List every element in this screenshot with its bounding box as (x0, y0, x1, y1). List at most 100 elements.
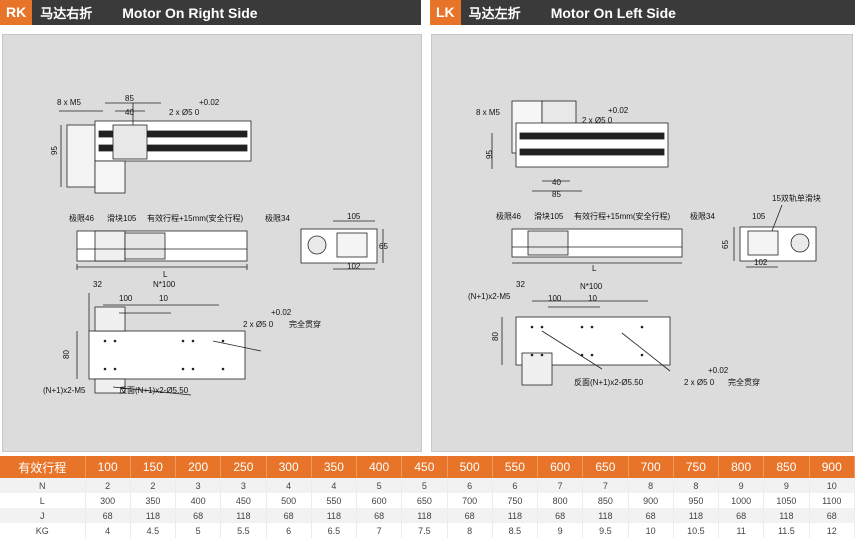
table-cell: 68 (175, 508, 222, 523)
table-cell: 6 (447, 478, 493, 493)
row-label-kg: KG (0, 523, 86, 538)
table-cell: 500 (266, 493, 312, 508)
stroke-header-cell: 500 (447, 456, 493, 478)
right-section-header: LK 马达左折 Motor On Left Side (430, 0, 855, 25)
table-cell: 1100 (809, 493, 855, 508)
right-bottom-d10: 10 (588, 294, 597, 303)
row-label-j: J (0, 508, 86, 523)
stroke-header-cell: 250 (220, 456, 267, 478)
table-cell: 68 (718, 508, 765, 523)
table-cell: 11 (718, 523, 765, 538)
stroke-header-cell: 400 (356, 456, 403, 478)
right-side-slider: 滑块105 (534, 211, 564, 221)
table-cell: 650 (401, 493, 448, 508)
right-section-code: LK (430, 0, 461, 25)
table-cell: 7 (582, 478, 629, 493)
table-cell: 9 (763, 478, 810, 493)
left-end-w102: 102 (347, 262, 361, 271)
right-top-pin: 2 x Ø5 0 (582, 116, 613, 125)
left-side-len: L (163, 270, 168, 279)
right-bottom-holes-b: 反面(N+1)x2-Ø5.50 (574, 377, 644, 387)
table-cell: 8 (447, 523, 493, 538)
table-cell: 12 (809, 523, 855, 538)
table-cell: 5 (175, 523, 222, 538)
left-top-d85: 85 (125, 94, 134, 103)
table-cell: 68 (809, 508, 855, 523)
right-end-w102: 102 (754, 258, 768, 267)
right-technical-drawing: 8 x M5 +0.02 2 x Ø5 0 95 40 85 极限46 滑块10… (468, 100, 821, 387)
table-cell: 300 (85, 493, 131, 508)
table-cell: 8.5 (492, 523, 539, 538)
right-bottom-pin: 2 x Ø5 0 (684, 378, 715, 387)
left-side-limit-l: 极限46 (69, 213, 94, 223)
left-bottom-d32: 32 (93, 280, 102, 289)
stroke-header-cell: 600 (537, 456, 584, 478)
table-cell: 950 (673, 493, 720, 508)
left-end-w105: 105 (347, 212, 361, 221)
table-cell: 6.5 (311, 523, 358, 538)
stroke-header-cell: 650 (582, 456, 629, 478)
table-cell: 4.5 (130, 523, 177, 538)
right-top-holes: 8 x M5 (476, 108, 501, 117)
stroke-header-cell: 200 (175, 456, 222, 478)
right-bottom-through: 完全贯穿 (728, 377, 760, 387)
left-technical-drawing: 8 x M5 85 40 +0.02 2 x Ø5 0 95 极限46 滑块10… (43, 94, 388, 396)
right-bottom-d32: 32 (516, 280, 525, 289)
left-top-pin: 2 x Ø5 0 (169, 108, 200, 117)
left-end-h65: 65 (379, 242, 388, 251)
table-cell: 118 (311, 508, 358, 523)
table-cell: 750 (492, 493, 539, 508)
stroke-header-cell: 150 (130, 456, 177, 478)
stroke-header-cell: 300 (266, 456, 312, 478)
table-cell: 5 (356, 478, 403, 493)
table-cell: 7 (537, 478, 584, 493)
right-section-en-title: Motor On Left Side (550, 4, 676, 21)
table-cell: 68 (537, 508, 584, 523)
left-bottom-holes-a: (N+1)x2-M5 (43, 386, 86, 395)
left-bottom-tol: +0.02 (271, 308, 292, 317)
left-top-d40: 40 (125, 108, 134, 117)
table-cell: 118 (130, 508, 177, 523)
table-header-label: 有效行程 (0, 456, 86, 478)
left-side-slider: 滑块105 (107, 213, 137, 223)
left-bottom-d100: 100 (119, 294, 133, 303)
right-end-h65: 65 (721, 240, 730, 249)
right-bottom-n100: N*100 (580, 282, 603, 291)
table-cell: 68 (356, 508, 403, 523)
table-cell: 5.5 (220, 523, 267, 538)
right-end-w105: 105 (752, 212, 766, 221)
right-top-h95: 95 (485, 150, 494, 159)
table-cell: 11.5 (763, 523, 810, 538)
table-cell: 9 (537, 523, 584, 538)
table-cell: 4 (266, 478, 312, 493)
table-cell: 900 (628, 493, 674, 508)
table-cell: 9 (718, 478, 765, 493)
table-cell: 850 (582, 493, 629, 508)
table-cell: 8 (628, 478, 674, 493)
table-cell: 9.5 (582, 523, 629, 538)
table-cell: 700 (447, 493, 493, 508)
table-cell: 800 (537, 493, 584, 508)
table-cell: 600 (356, 493, 403, 508)
table-cell: 350 (130, 493, 177, 508)
right-drawing-panel: 8 x M5 +0.02 2 x Ø5 0 95 40 85 极限46 滑块10… (431, 34, 853, 452)
left-bottom-h80: 80 (62, 350, 71, 359)
left-section-code: RK (0, 0, 33, 25)
table-cell: 118 (220, 508, 267, 523)
table-cell: 118 (401, 508, 448, 523)
left-bottom-holes-b: 反面(N+1)x2-Ø5.50 (119, 385, 189, 395)
right-top-d40: 40 (552, 178, 561, 187)
section-divider (425, 30, 427, 458)
table-cell: 3 (175, 478, 222, 493)
row-label-l: L (0, 493, 86, 508)
left-section-header: RK 马达右折 Motor On Right Side (0, 0, 421, 25)
table-cell: 6 (492, 478, 539, 493)
stroke-header-cell: 800 (718, 456, 765, 478)
table-cell: 10.5 (673, 523, 720, 538)
right-side-limit-l: 极限46 (496, 211, 521, 221)
stroke-header-cell: 350 (311, 456, 358, 478)
